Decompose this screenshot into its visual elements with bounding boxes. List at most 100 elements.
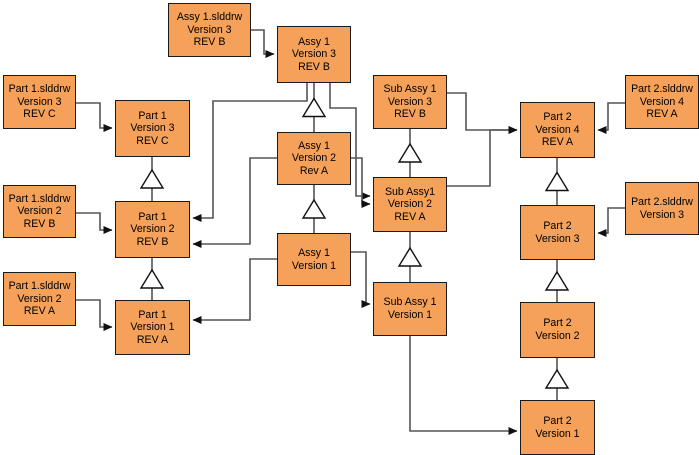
- node-label-line: Version 3: [291, 48, 337, 61]
- node-label-line: REV B: [298, 60, 330, 73]
- link-p1drw2b-to-p1v2: [76, 212, 113, 234]
- node-label-line: REV A: [136, 333, 169, 346]
- inherit-triangle-icon: [544, 270, 570, 291]
- node-label-line: REV B: [23, 217, 56, 230]
- link-p1drw3-to-p1v3: [76, 102, 113, 132]
- inherit-p1v3-from-p1v2: [139, 157, 165, 201]
- node-label-line: Part 2.slddrw: [631, 83, 693, 96]
- node-label-line: Part 1: [138, 210, 167, 223]
- node-label-line: Version 4: [535, 123, 580, 136]
- inherit-triangle-icon: [544, 171, 570, 192]
- node-label-line: Part 2.slddrw: [631, 195, 693, 208]
- node-label-line: Assy 1: [298, 246, 330, 259]
- node-label-line: Part 1.slddrw: [8, 83, 71, 96]
- inherit-p1v2-from-p1v1: [139, 258, 165, 300]
- node-label-line: REV B: [193, 36, 226, 49]
- node-label-line: Assy 1.slddrw: [176, 11, 243, 24]
- node-label-line: Version 3: [130, 122, 175, 135]
- link-p2drw4-to-p2v4: [597, 102, 625, 134]
- link-p1drw2a-to-p1v1: [76, 299, 113, 331]
- node-label-line: Part 1: [138, 308, 167, 321]
- link-subassy1-to-p2v1: [409, 336, 518, 435]
- node-label-line: Part 1.slddrw: [8, 192, 71, 205]
- node-label-line: Version 1: [535, 427, 580, 440]
- node-label-line: Version 2: [387, 198, 433, 211]
- inherit-triangle-icon: [397, 142, 423, 163]
- inherit-sub3-from-sub2: [397, 129, 423, 177]
- inherit-triangle-icon: [544, 368, 570, 389]
- link-assy2-to-subassy2: [351, 157, 371, 208]
- node-label-line: Assy 1: [298, 139, 330, 152]
- node-label-line: Part 2: [543, 219, 572, 232]
- node-label-line: Version 2: [130, 223, 175, 236]
- node-label-line: Version 2: [535, 330, 580, 342]
- inherit-sub2-from-sub1: [397, 232, 423, 282]
- node-label-line: REV B: [394, 108, 426, 121]
- node-label-line: Sub Assy1: [384, 185, 436, 198]
- inherit-p2v3-from-p2v2: [544, 260, 570, 302]
- node-label-line: Version 1: [387, 309, 433, 321]
- node-label-line: Version 1: [130, 321, 175, 334]
- inherit-triangle-icon: [301, 97, 327, 118]
- inherit-triangle-icon: [301, 198, 327, 219]
- node-label-line: Version 3: [187, 23, 232, 36]
- node-label-line: Version 4: [639, 95, 685, 108]
- inheritance-connectors: [139, 83, 570, 400]
- node-label-line: Version 2: [17, 205, 62, 218]
- node-label-line: REV C: [23, 108, 56, 121]
- node-label-line: REV A: [541, 136, 574, 149]
- node-label-line: Sub Assy 1: [383, 83, 437, 96]
- node-label-line: Version 3: [535, 232, 580, 245]
- link-p2drw3-to-p2v3: [597, 207, 625, 237]
- node-label-line: Version 1: [291, 259, 337, 272]
- link-assy2-to-p1v2: [192, 157, 277, 248]
- node-label-line: Part 2: [543, 414, 572, 427]
- node-label-line: REV A: [646, 108, 678, 121]
- inherit-triangle-icon: [139, 168, 165, 189]
- node-label-line: Rev A: [299, 164, 329, 177]
- link-subassy3-to-p2v4: [447, 92, 518, 134]
- node-label-line: Part 2: [543, 111, 572, 124]
- node-label-line: Version 2: [291, 152, 337, 165]
- inherit-assy2-from-assy1: [301, 185, 327, 233]
- node-label-line: Part 1.slddrw: [8, 280, 71, 293]
- node-label-line: REV A: [394, 210, 426, 223]
- inherit-p2v2-from-p2v1: [544, 358, 570, 400]
- link-assydrw-to-assy: [251, 29, 275, 58]
- node-label-line: Assy 1: [298, 35, 330, 48]
- node-label-line: REV B: [136, 235, 169, 248]
- node-label-line: Part 1: [138, 109, 167, 122]
- node-label-line: REV C: [136, 134, 169, 147]
- node-label-line: REV A: [23, 305, 56, 318]
- link-assy1-to-subassy1: [351, 251, 371, 308]
- link-assy1-to-p1v1: [192, 258, 277, 324]
- link-subassy2-to-p2v4: [447, 126, 518, 187]
- node-label-line: Sub Assy 1: [383, 296, 437, 309]
- node-label-line: Version 2: [17, 292, 62, 305]
- node-label-line: Version 3: [17, 95, 62, 108]
- inherit-assy3-from-assy2: [301, 83, 327, 132]
- node-label-line: Part 2: [543, 317, 572, 330]
- node-label-line: Version 3: [639, 208, 685, 221]
- inherit-triangle-icon: [397, 246, 423, 267]
